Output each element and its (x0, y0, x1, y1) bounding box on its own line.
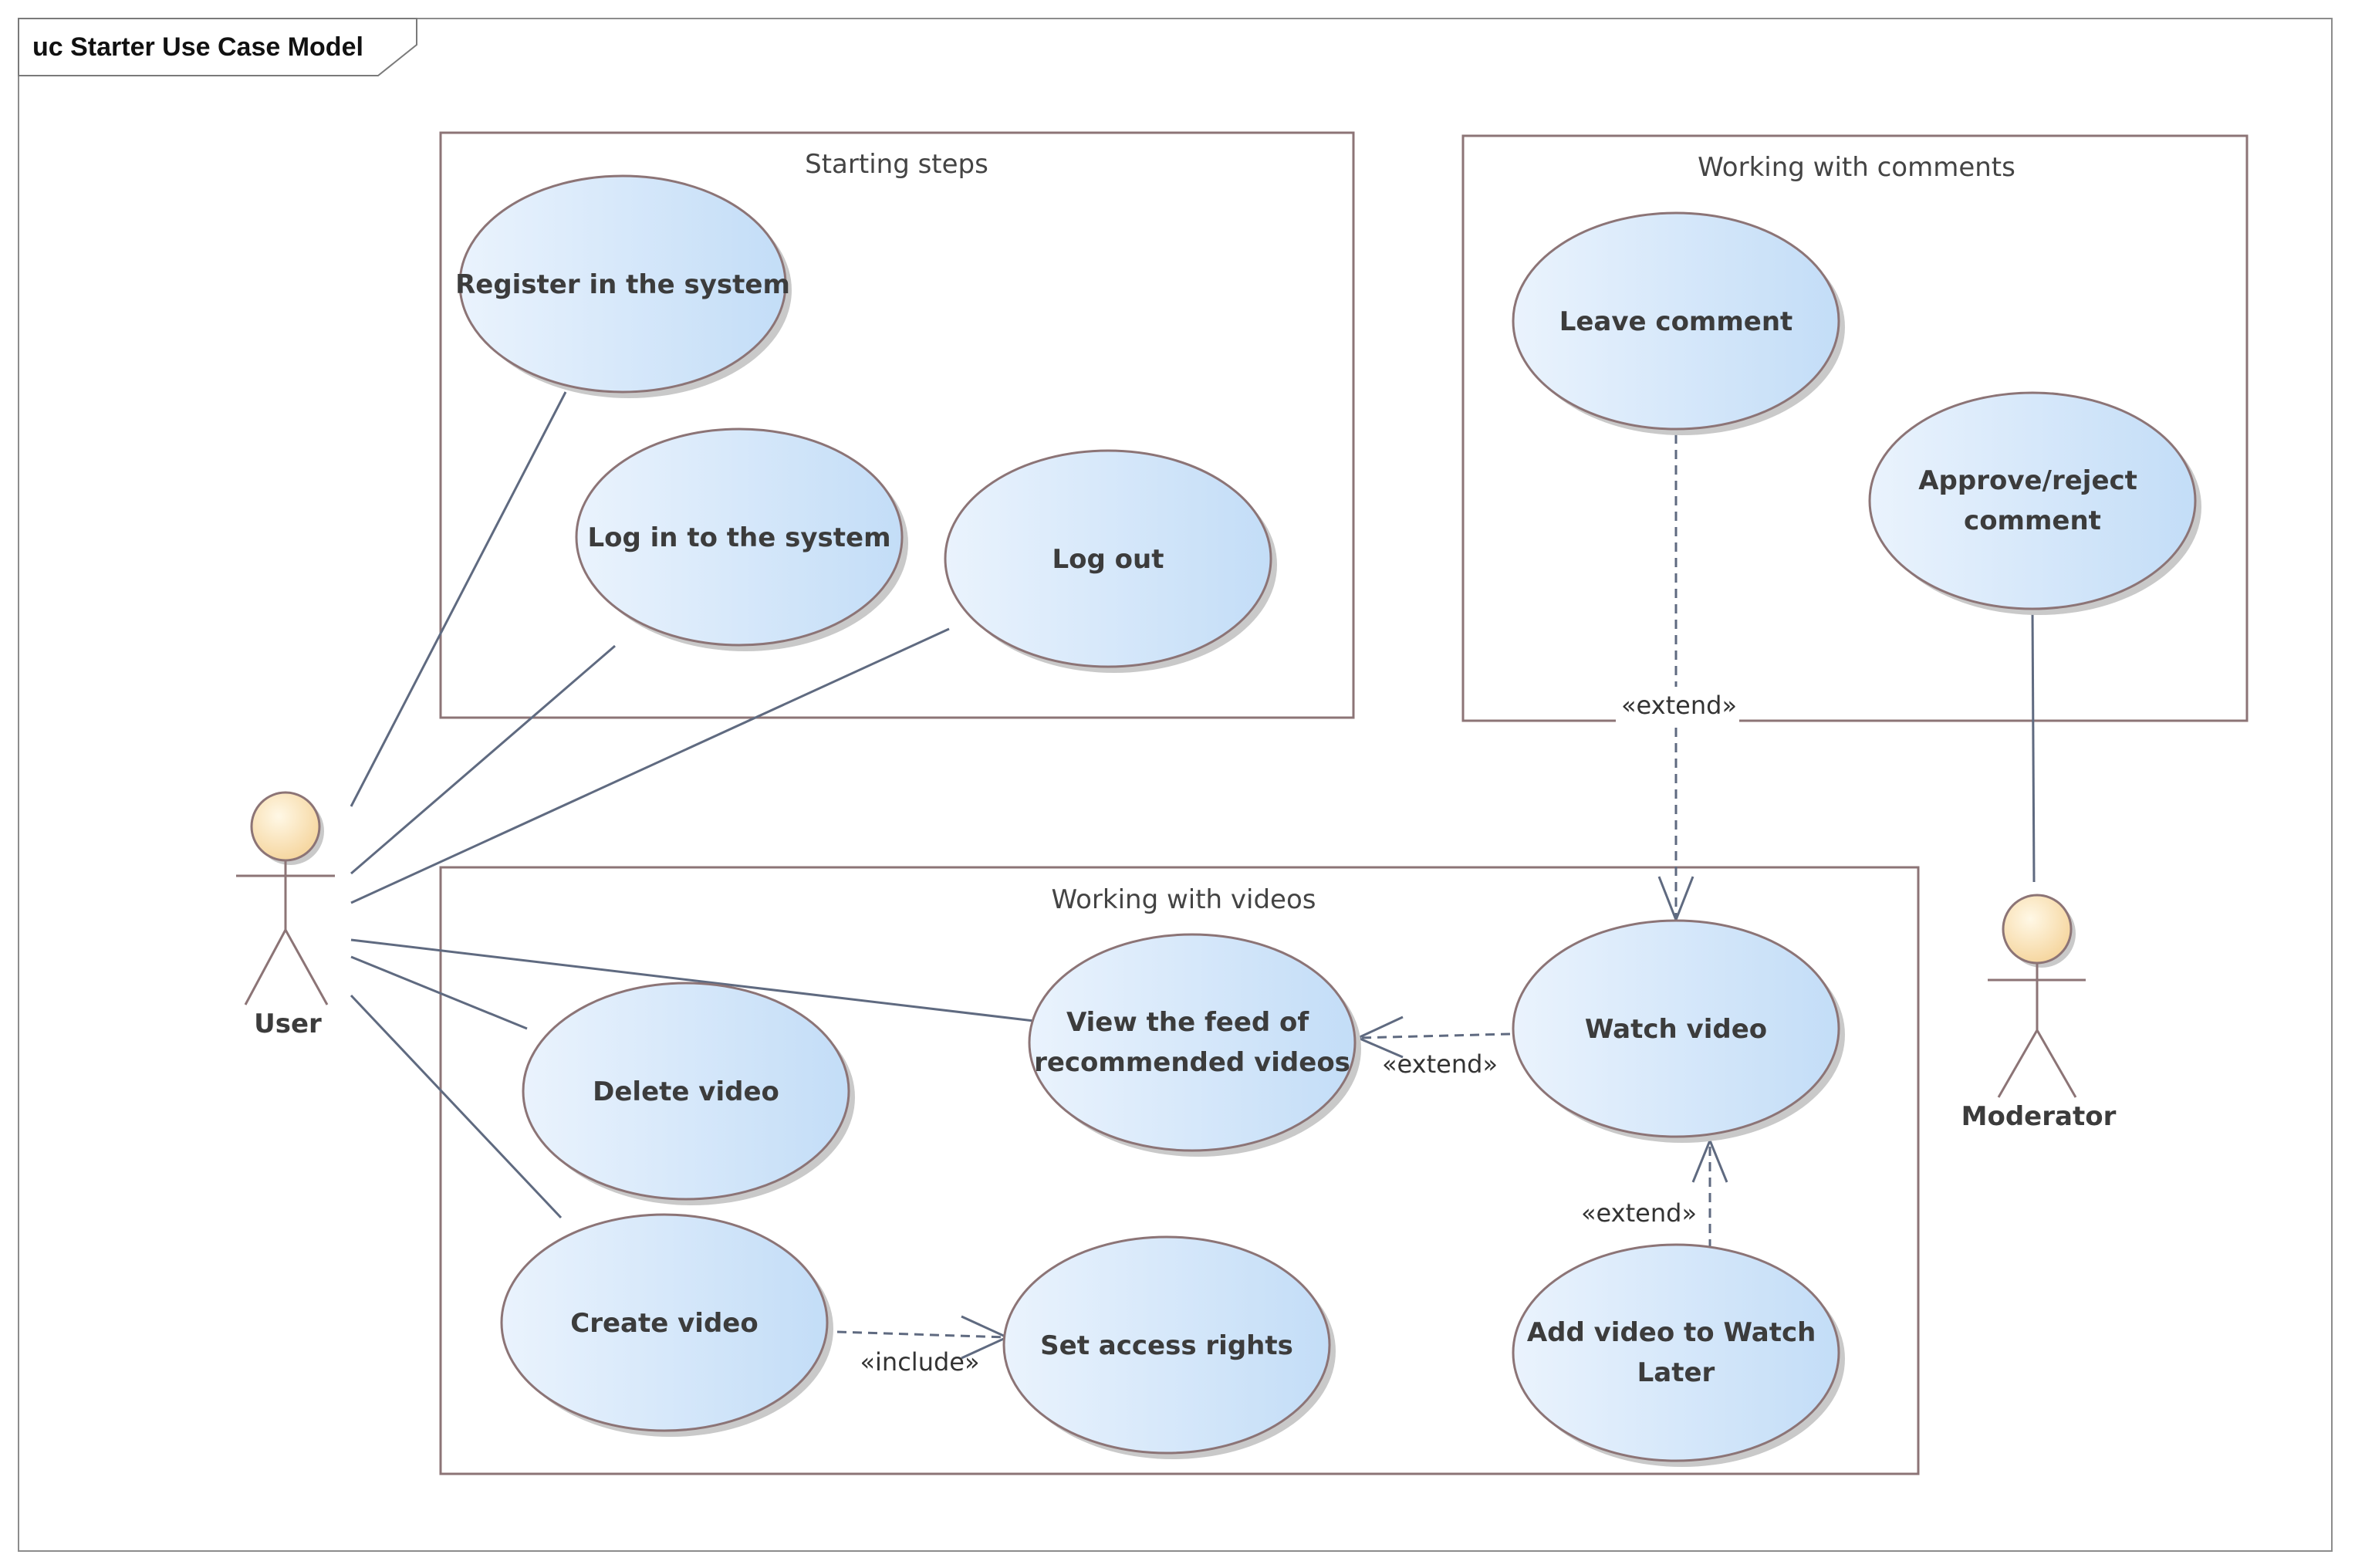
usecase-watch-later-label-line2: Later (1637, 1357, 1715, 1388)
usecase-watch-later-label-line1: Add video to Watch (1527, 1317, 1816, 1348)
diagram-frame (18, 18, 2333, 1552)
assoc-user-register (350, 391, 567, 807)
usecase-view-feed-label-line1: View the feed of (1066, 1007, 1309, 1038)
usecase-leave-comment[interactable]: Leave comment (1512, 211, 1845, 435)
frame-title: uc Starter Use Case Model (32, 32, 363, 62)
actor-moderator-label: Moderator (1961, 1101, 2117, 1132)
usecase-watch-video[interactable]: Watch video (1512, 919, 1845, 1143)
actor-moderator[interactable]: Moderator (1961, 894, 2117, 1132)
assoc-user-delete-video (350, 955, 528, 1030)
usecase-approve-comment-label-line1: Approve/reject (1918, 465, 2137, 496)
associations (350, 391, 2036, 1219)
svg-text:Log out: Log out (1052, 544, 1164, 575)
usecase-login[interactable]: Log in to the system (575, 427, 908, 651)
actor-user-head-icon (250, 791, 321, 862)
actor-user-label: User (254, 1009, 322, 1039)
usecase-register-label: Register in the system (455, 269, 790, 300)
svg-text:Leave comment: Leave comment (1559, 306, 1793, 337)
assoc-moderator-approve (2031, 608, 2036, 883)
boundary-label-comments: Working with comments (1698, 152, 2015, 183)
usecase-register[interactable]: Register in the system (455, 174, 792, 398)
usecase-set-access-rights[interactable]: Set access rights (1002, 1235, 1336, 1459)
usecase-set-access-label: Set access rights (1040, 1330, 1293, 1361)
usecase-watch-later[interactable]: Add video to Watch Later (1512, 1243, 1845, 1467)
svg-text:Create video: Create video (570, 1308, 758, 1339)
usecase-delete-video-label: Delete video (593, 1076, 779, 1107)
svg-text:Add video to Watch Later: Add video to Watch Later (1527, 1317, 1825, 1388)
frame-title-tab (18, 18, 417, 76)
stereotype-extend-later: «extend» (1581, 1198, 1697, 1228)
usecase-approve-comment-label-line2: comment (1964, 505, 2101, 536)
usecase-logout[interactable]: Log out (944, 449, 1277, 673)
usecase-delete-video[interactable]: Delete video (522, 982, 855, 1205)
extend-watch-feed-line (1357, 1032, 1511, 1039)
assoc-user-logout (350, 627, 950, 904)
usecase-logout-label: Log out (1052, 544, 1164, 575)
usecase-leave-comment-label: Leave comment (1559, 306, 1793, 337)
boundary-starting-steps: Starting steps (439, 131, 1355, 719)
boundary-working-with-videos: Working with videos (439, 866, 1920, 1475)
boundary-label-videos: Working with videos (1051, 884, 1316, 915)
actor-moderator-head-icon (2002, 894, 2073, 965)
usecase-view-feed[interactable]: View the feed of recommended videos (1028, 933, 1361, 1157)
usecase-create-video-label: Create video (570, 1308, 758, 1339)
svg-text:Register in the system: Register in the system (455, 269, 790, 300)
assoc-user-create-video (350, 994, 563, 1219)
assoc-user-login (350, 644, 616, 875)
usecase-approve-comment[interactable]: Approve/reject comment (1868, 391, 2201, 615)
assoc-user-view-feed (350, 938, 1035, 1022)
svg-text:Log in to the system: Log in to the system (587, 522, 890, 553)
stereotype-extend-feed: «extend» (1382, 1049, 1498, 1079)
usecase-create-video[interactable]: Create video (500, 1213, 833, 1437)
usecase-login-label: Log in to the system (587, 522, 890, 553)
usecase-watch-video-label: Watch video (1585, 1014, 1767, 1045)
usecase-view-feed-label-line2: recommended videos (1034, 1047, 1350, 1078)
svg-text:Watch video: Watch video (1585, 1014, 1767, 1045)
boundary-label-starting: Starting steps (805, 149, 988, 180)
stereotype-extend-comment: «extend» (1621, 691, 1737, 720)
include-set-access-line (836, 1330, 1008, 1339)
stereotype-include-access: «include» (860, 1347, 979, 1377)
svg-text:Set access rights: Set access rights (1040, 1330, 1293, 1361)
actor-user[interactable]: User (236, 791, 335, 1039)
boundary-working-with-comments: Working with comments (1461, 134, 2249, 722)
svg-text:Approve/reject comment: Approve/reject comment (1918, 465, 2147, 536)
svg-text:Delete video: Delete video (593, 1076, 779, 1107)
svg-text:View the feed of recomme: View the feed of recommended videos (1034, 1007, 1350, 1078)
